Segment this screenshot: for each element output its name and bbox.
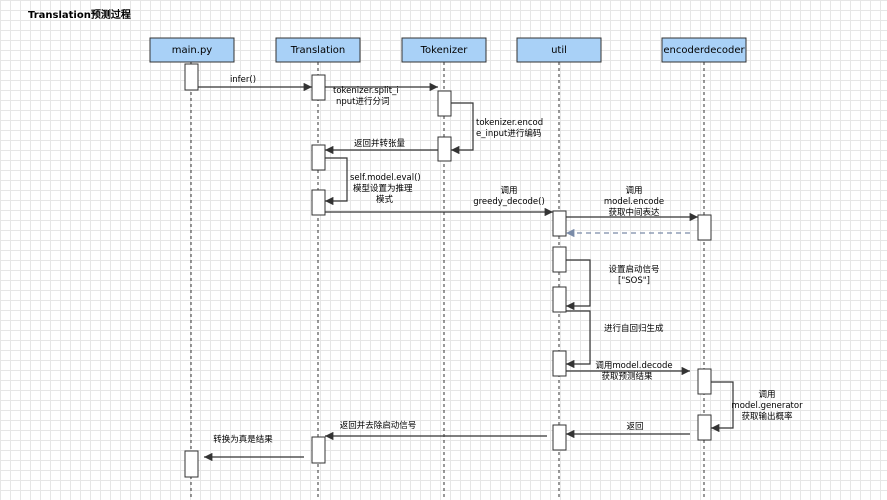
activation-translation-1	[311, 74, 326, 101]
arrow-model-generator	[711, 381, 734, 433]
arrow-model-eval	[325, 157, 348, 206]
activation-translation-2	[311, 144, 326, 171]
label-generator-3: 获取输出概率	[741, 411, 793, 422]
label-greedy-2: greedy_decode()	[473, 197, 545, 207]
activation-tokenizer-1	[437, 90, 452, 117]
participant-label-main: main.py	[172, 45, 213, 56]
label-generator-1: 调用	[758, 390, 775, 400]
participant-label-encoderdecoder: encoderdecoder	[663, 45, 745, 56]
lifelines	[190, 62, 705, 500]
activation-util-3	[552, 286, 567, 313]
participant-translation: Translation	[275, 37, 361, 63]
activation-tokenizer-2	[437, 136, 452, 162]
message-labels: infer() tokenizer.split_i nput进行分词 token…	[213, 75, 803, 445]
participant-label-tokenizer: Tokenizer	[420, 45, 469, 56]
label-encode-2: e_input进行编码	[476, 128, 541, 139]
activation-translation-4	[311, 436, 326, 464]
diagram-title: Translation预测过程	[28, 8, 131, 21]
arrow-autoregressive	[566, 310, 591, 369]
label-split-1: tokenizer.split_i	[333, 86, 399, 96]
label-sos-1: 设置启动信号	[608, 264, 659, 275]
activation-translation-3	[311, 189, 326, 216]
label-mencode-3: 获取中间表达	[608, 207, 660, 218]
label-infer: infer()	[230, 75, 256, 85]
label-encode-1: tokenizer.encod	[476, 118, 543, 128]
participant-tokenizer: Tokenizer	[401, 37, 487, 63]
activation-encoderdecoder-3	[697, 414, 712, 441]
activation-util-2	[552, 246, 567, 273]
activation-encoderdecoder-2	[697, 368, 712, 395]
label-eval-2: 模型设置为推理	[353, 183, 413, 194]
label-final-result: 转换为真是结果	[213, 434, 273, 445]
label-generator-2: model.generator	[731, 401, 803, 411]
label-tensor: 返回并转张量	[354, 138, 406, 149]
label-mencode-2: model.encode	[604, 197, 664, 207]
label-mdecode-1: 调用model.decode	[595, 361, 672, 371]
label-mencode-1: 调用	[625, 186, 642, 196]
activation-main-1	[184, 63, 199, 91]
label-split-2: nput进行分词	[336, 96, 390, 107]
participant-label-util: util	[551, 45, 567, 56]
label-eval-1: self.model.eval()	[350, 173, 421, 183]
label-return: 返回	[626, 421, 643, 432]
label-greedy-1: 调用	[500, 186, 517, 196]
arrow-encode-input	[451, 102, 474, 155]
label-return-remove-sos: 返回并去除启动信号	[340, 420, 417, 431]
participant-encoderdecoder: encoderdecoder	[661, 37, 747, 63]
participant-main: main.py	[149, 37, 235, 63]
activation-util-5	[552, 424, 567, 451]
activation-boxes	[184, 63, 712, 478]
message-arrows	[198, 82, 734, 462]
label-mdecode-2: 获取预测结果	[601, 371, 653, 382]
participant-util: util	[516, 37, 602, 63]
activation-main-2	[184, 450, 199, 478]
activation-util-1	[552, 210, 567, 237]
activation-encoderdecoder-1	[697, 214, 712, 241]
activation-util-4	[552, 350, 567, 377]
label-autoregressive: 进行自回归生成	[604, 323, 664, 334]
label-eval-3: 模式	[376, 194, 394, 205]
label-sos-2: ["SOS"]	[618, 276, 650, 286]
arrow-set-sos	[566, 259, 591, 311]
participant-label-translation: Translation	[290, 45, 346, 56]
